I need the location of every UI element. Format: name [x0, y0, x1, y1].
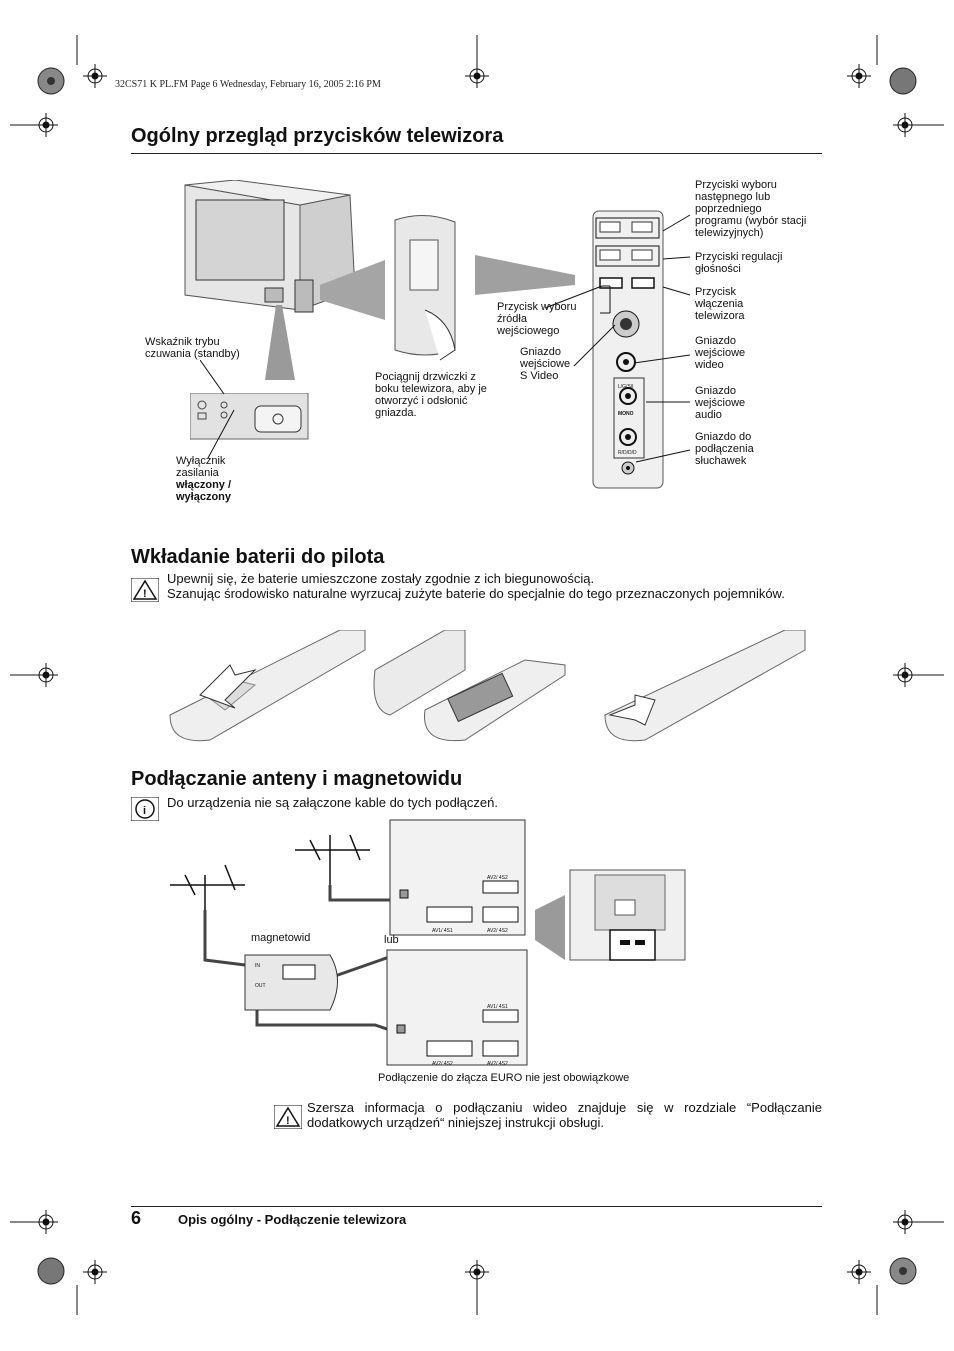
color-target-icon [37, 67, 65, 95]
registration-target-icon [893, 663, 917, 687]
footer-rule [131, 1206, 822, 1207]
svg-text:!: ! [286, 1115, 290, 1127]
label-power-prefix: Wyłącznik zasilania [176, 455, 226, 479]
vcr-text-in: IN [255, 963, 260, 969]
label-power-switch: Wyłącznik zasilania włączony / wyłączony [176, 455, 256, 503]
label-or: lub [384, 934, 399, 946]
label-standby: Wskaźnik trybu czuwania (standby) [145, 336, 240, 360]
section-title-batteries: Wkładanie baterii do pilota [131, 546, 385, 568]
label-input-select: Przycisk wyboru źródła wejściowego [497, 301, 577, 337]
label-vcr: magnetowid [251, 932, 311, 944]
label-door: Pociągnij drzwiczki z boku telewizora, a… [375, 371, 487, 419]
print-header: 32CS71 K PL.FM Page 6 Wednesday, Februar… [115, 79, 381, 90]
panel-text-rd: R/D/D/D [618, 450, 637, 456]
tv-rear-view [535, 869, 686, 961]
euro-caption: Podłączenie do złącza EURO nie jest obow… [378, 1072, 630, 1084]
battery-illustrations [169, 630, 806, 742]
registration-target-icon [34, 663, 58, 687]
conn-label-4: AV2/ 4S2 [432, 1061, 453, 1067]
leader-lines-left [200, 360, 235, 459]
registration-target-icon [893, 113, 917, 137]
conn-label-0: AV1/ 4S1 [432, 928, 453, 934]
registration-target-icon [83, 64, 107, 88]
conn-label-3: AV1/ 4S1 [487, 1004, 508, 1010]
registration-target-icon [893, 1210, 917, 1234]
color-target-icon [889, 1257, 917, 1285]
page-number: 6 [131, 1208, 142, 1228]
registration-target-icon [847, 64, 871, 88]
tv-illustration [184, 180, 575, 380]
registration-target-icon [83, 1260, 107, 1284]
side-input-panel: L/G/S/I MONO R/D/D/D [592, 210, 664, 489]
title-rule [131, 153, 822, 154]
svg-text:i: i [143, 805, 146, 817]
color-target-icon [37, 1257, 65, 1285]
panel-text-mono: MONO [618, 411, 634, 417]
registration-target-icon [465, 1260, 489, 1284]
power-panel-illustration [190, 393, 309, 440]
registration-target-icon [465, 64, 489, 88]
label-audio-in: Gniazdo wejściowe audio [695, 385, 746, 421]
label-video-in: Gniazdo wejściowe wideo [695, 335, 746, 371]
footer-text: Opis ogólny - Podłączenie telewizora [178, 1212, 407, 1227]
registration-target-icon [847, 1260, 871, 1284]
label-svideo: Gniazdo wejściowe S Video [520, 346, 571, 382]
further-info: Szersza informacja o podłączaniu wideo z… [307, 1100, 822, 1130]
vcr-text-out: OUT [255, 983, 266, 989]
connection-diagram: AV1/ 4S1 AV2/ 4S2 AV2/ 4S2 IN OUT AV1/ 4… [170, 819, 528, 1067]
color-target-icon [889, 67, 917, 95]
label-volume: Przyciski regulacji głośności [695, 251, 783, 275]
section-title-overview: Ogólny przegląd przycisków telewizora [131, 125, 504, 147]
conn-label-2: AV2/ 4S2 [487, 875, 508, 881]
label-program: Przyciski wyboru następnego lub poprzedn… [695, 179, 807, 239]
registration-target-icon [34, 113, 58, 137]
svg-text:!: ! [143, 588, 147, 600]
conn-label-1: AV2/ 4S2 [487, 928, 508, 934]
label-power-bold: włączony / wyłączony [176, 479, 232, 503]
registration-target-icon [34, 1210, 58, 1234]
antenna-note: Do urządzenia nie są załączone kable do … [167, 795, 498, 810]
conn-label-5: AV2/ 4S2 [487, 1061, 508, 1067]
label-power-on: Przycisk włączenia telewizora [695, 286, 745, 322]
warning-icon: ! [274, 1105, 302, 1129]
battery-note-line1: Upewnij się, że baterie umieszczone zost… [167, 571, 595, 586]
panel-text-lr: L/G/S/I [618, 384, 634, 390]
section-title-antenna: Podłączanie anteny i magnetowidu [131, 768, 463, 790]
warning-icon: ! [131, 578, 159, 602]
leader-lines [544, 214, 691, 463]
battery-note: Upewnij się, że baterie umieszczone zost… [167, 571, 822, 601]
battery-note-line2: Szanując środowisko naturalne wyrzucaj z… [167, 586, 785, 601]
label-headphones: Gniazdo do podłączenia słuchawek [695, 431, 754, 467]
info-icon: i [131, 797, 159, 821]
